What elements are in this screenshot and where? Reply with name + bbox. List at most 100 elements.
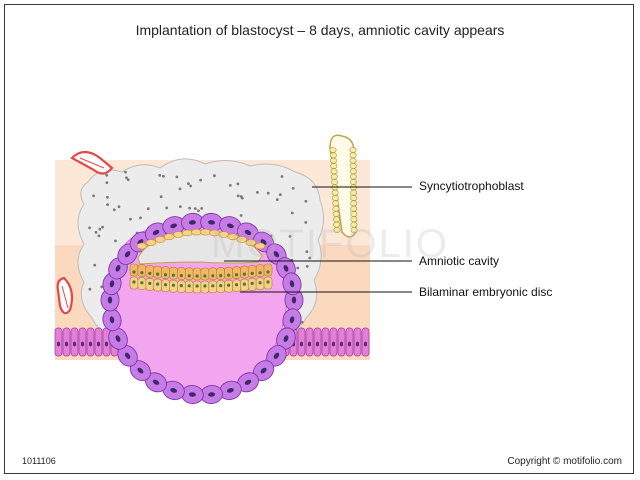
disc-nucleus (242, 272, 246, 276)
epithelial-nucleus (96, 341, 101, 347)
gland-cell (329, 147, 337, 153)
disc-nucleus (195, 284, 199, 288)
nucleus-dot (97, 234, 101, 238)
epiblast-cell (153, 265, 162, 279)
gland-cell (330, 173, 338, 180)
label-bilaminar-disc: Bilaminar embryonic disc (419, 285, 553, 299)
amnion-cell (245, 239, 257, 246)
epithelial-nucleus (72, 341, 77, 347)
gland-cell (349, 189, 357, 196)
gland-cell (349, 152, 357, 159)
nucleus-dot (92, 194, 95, 198)
nucleus-dot (280, 175, 284, 178)
epithelial-nucleus (315, 341, 320, 347)
nucleus-dot (236, 182, 240, 186)
gland-cell (349, 179, 357, 185)
gland-cell (349, 147, 357, 153)
disc-nucleus (211, 284, 215, 288)
nucleus-dot (100, 285, 104, 289)
nucleus-dot (304, 221, 308, 224)
nucleus-dot (305, 265, 309, 268)
nucleus-dot (117, 205, 121, 209)
disc-nucleus (187, 284, 191, 288)
disc-nucleus (187, 274, 191, 278)
epithelial-nucleus (64, 341, 69, 347)
nucleus-dot (197, 209, 200, 213)
nucleus-dot (106, 195, 109, 199)
nucleus-dot (129, 217, 132, 221)
disc-nucleus (140, 281, 144, 285)
gland-cell (330, 168, 338, 175)
nucleus-dot (304, 199, 308, 203)
nucleus-dot (105, 173, 109, 177)
gland-cell (331, 179, 339, 185)
disc-nucleus (227, 273, 231, 277)
nucleus-dot (199, 178, 203, 182)
cytotrophoblast-cell (266, 344, 287, 367)
maternal-capillary-upper (70, 150, 114, 175)
gland-cell (333, 227, 341, 233)
disc-nucleus (234, 283, 239, 287)
epithelial-nucleus (80, 341, 85, 347)
nucleus-dot (101, 225, 104, 229)
nucleus-dot (200, 207, 204, 210)
gland-cell (331, 189, 339, 196)
nucleus-dot (256, 191, 259, 194)
gland-cell (332, 211, 340, 217)
disc-nucleus (250, 281, 254, 285)
nucleus-dot (88, 287, 92, 291)
amnion-layer (136, 228, 266, 250)
epithelial-nucleus (347, 341, 352, 347)
epithelial-nucleus (307, 341, 312, 347)
cytotrophoblast-cell (219, 216, 242, 236)
disc-nucleus (179, 274, 183, 278)
epiblast-cell (137, 264, 147, 278)
nucleus-dot (189, 184, 193, 188)
amnion-cell (191, 228, 202, 236)
amnion-cell (209, 229, 220, 237)
amnion-cell (163, 233, 175, 240)
nucleus-dot (165, 206, 169, 210)
disc-nucleus (163, 283, 168, 287)
gland-cell (350, 211, 358, 217)
figure-id: 1011106 (22, 456, 56, 466)
nucleus-dot (305, 250, 309, 254)
disc-nucleus (203, 284, 207, 288)
gland-cell (332, 205, 340, 212)
nucleus-dot (114, 239, 117, 243)
nucleus-dot (105, 181, 109, 185)
gland-cell (349, 168, 357, 175)
amnion-cell (182, 229, 193, 237)
epithelial-nucleus (331, 341, 336, 347)
nucleus-dot (193, 207, 197, 211)
cytotrophoblast-cell (145, 372, 167, 393)
disc-nucleus (179, 284, 183, 288)
gland-cell (332, 200, 340, 207)
bilaminar-disc-cells (129, 263, 273, 294)
nucleus-dot (159, 195, 163, 199)
disc-nucleus (163, 273, 168, 277)
disc-nucleus (140, 271, 144, 275)
disc-nucleus (266, 280, 270, 284)
disc-nucleus (171, 273, 175, 277)
disc-nucleus (266, 270, 270, 274)
epiblast-cell (184, 267, 194, 281)
maternal-capillary-lower (56, 276, 74, 315)
epiblast-cell (192, 267, 202, 281)
epithelial-nucleus (104, 341, 109, 347)
amnion-cell (200, 228, 211, 236)
cytotrophoblast-cell (180, 385, 204, 404)
nucleus-dot (112, 208, 116, 212)
label-syncytiotrophoblast: Syncytiotrophoblast (419, 179, 524, 193)
nucleus-dot (228, 184, 232, 187)
disc-nucleus (148, 281, 152, 285)
disc-nucleus (219, 284, 223, 288)
nucleus-dot (187, 182, 190, 186)
epithelial-nucleus (323, 341, 328, 347)
disc-nucleus (242, 282, 246, 286)
gland-cell (349, 157, 357, 164)
disc-nucleus (258, 281, 262, 285)
epiblast-cell (224, 266, 233, 280)
gland-cell (329, 157, 337, 164)
